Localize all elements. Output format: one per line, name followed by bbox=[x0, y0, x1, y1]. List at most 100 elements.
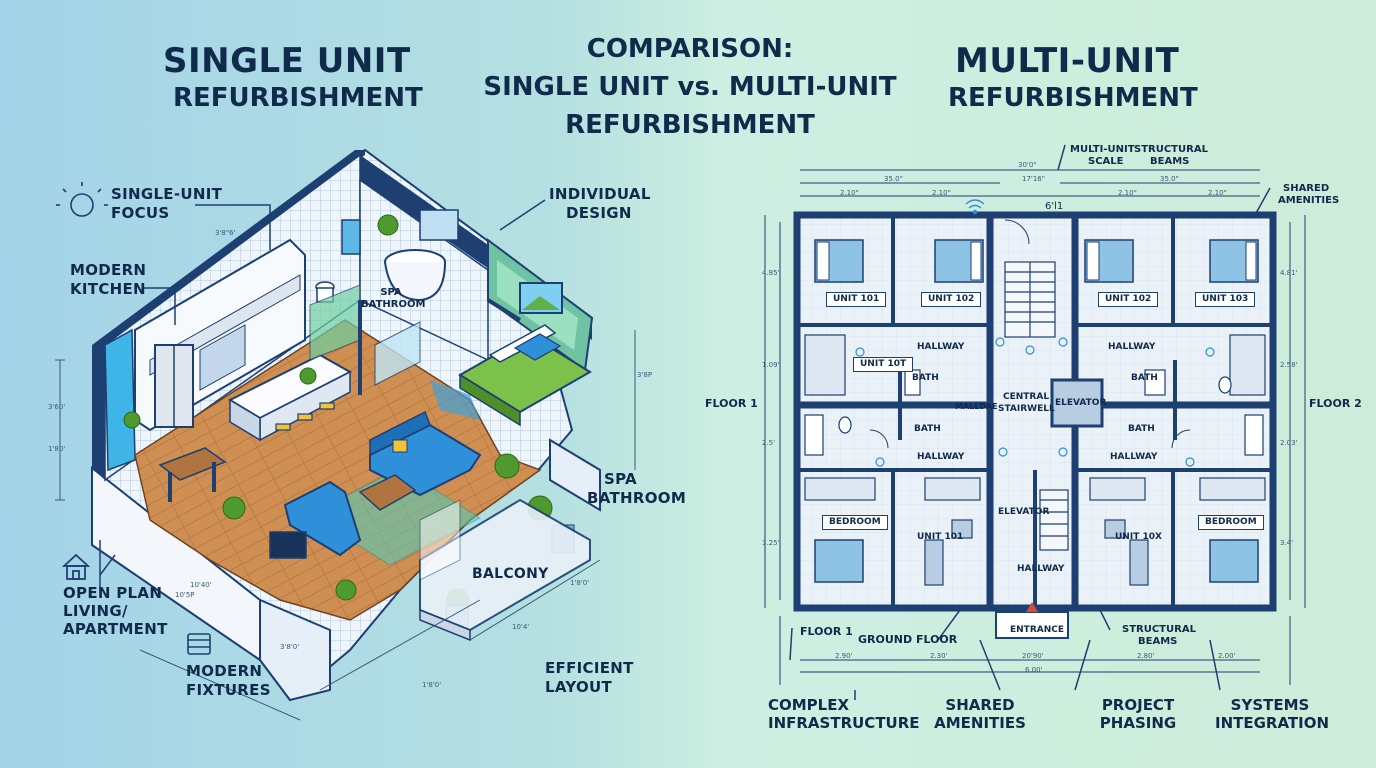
central-stairwell-label-1: CENTRAL bbox=[1003, 392, 1050, 402]
dim-label: 1.09' bbox=[762, 361, 780, 369]
bath-label: BATH bbox=[912, 373, 939, 383]
elevator-label: ELEVATOR bbox=[998, 507, 1050, 517]
bedroom-label: BEDROOM bbox=[1198, 515, 1264, 531]
elevator-label: ELEVATOR bbox=[1055, 398, 1107, 408]
dim-label: 2.30' bbox=[930, 652, 948, 660]
label-floor-1-left: FLOOR 1 bbox=[705, 397, 758, 410]
label-balcony: BALCONY bbox=[472, 566, 549, 582]
dim-label: 2.80' bbox=[1137, 652, 1155, 660]
bedroom-label: BEDROOM bbox=[822, 515, 888, 531]
dim-label: 4.81' bbox=[1280, 269, 1298, 277]
unit-label: UNIT 10X bbox=[1115, 532, 1162, 542]
dim-label: 2.5' bbox=[762, 439, 776, 447]
left-subtitle: REFURBISHMENT bbox=[173, 83, 423, 113]
label-complex-infrastructure-2: INFRASTRUCTURE bbox=[768, 714, 920, 732]
dim-label: 1'80' bbox=[48, 445, 66, 453]
label-shared-amenities-2: AMENITIES bbox=[934, 714, 1026, 732]
bath-label: BATH bbox=[1131, 373, 1158, 383]
label-floor-2-right: FLOOR 2 bbox=[1309, 397, 1362, 410]
hallway-label: HALLWAY bbox=[1108, 342, 1156, 352]
dim-label: 2.00' bbox=[1218, 652, 1236, 660]
dim-label: 2.10" bbox=[840, 189, 859, 197]
dim-label: 2.10" bbox=[1118, 189, 1137, 197]
hallway-label: HALLWAY bbox=[1017, 564, 1065, 574]
unit-label: UNIT 10T bbox=[853, 357, 914, 373]
label-open-plan-1: OPEN PLAN bbox=[63, 584, 163, 602]
dim-label: 2.10" bbox=[1208, 189, 1227, 197]
label-single-unit-focus-2: FOCUS bbox=[111, 204, 170, 222]
dim-label: 3'8'0' bbox=[280, 643, 300, 651]
dim-label: 35.0" bbox=[884, 175, 903, 183]
label-project-phasing-1: PROJECT bbox=[1101, 696, 1175, 714]
dim-label: 30'0" bbox=[1018, 161, 1037, 169]
label-individual-design-1: INDIVIDUAL bbox=[549, 185, 651, 203]
label-multi-unit-scale-2: SCALE bbox=[1088, 156, 1124, 167]
label-efficient-layout-2: LAYOUT bbox=[545, 678, 613, 696]
label-spa-bathroom-1: SPA bbox=[604, 470, 637, 488]
lightbulb-icon bbox=[56, 182, 108, 217]
label-spa-bathroom-small-2: BATHROOM bbox=[361, 299, 426, 310]
unit-label: UNIT 102 bbox=[921, 292, 982, 308]
unit-label: UNIT 101 bbox=[826, 292, 887, 308]
left-callout-lines bbox=[99, 199, 546, 590]
right-dimension-lines bbox=[764, 169, 1306, 685]
dim-label: 20'90' bbox=[1022, 652, 1044, 660]
label-shared-amenities-top-2: AMENITIES bbox=[1278, 195, 1340, 206]
label-spa-bathroom-2: BATHROOM bbox=[587, 489, 687, 507]
label-systems-integration-2: INTEGRATION bbox=[1215, 714, 1330, 732]
wifi-icon bbox=[965, 199, 985, 215]
label-structural-beams-bottom-2: BEAMS bbox=[1138, 636, 1178, 647]
label-individual-design-2: DESIGN bbox=[566, 204, 632, 222]
label-efficient-layout-1: EFFICIENT bbox=[545, 659, 634, 677]
label-multi-unit-scale-1: MULTI-UNIT bbox=[1070, 144, 1135, 155]
label-systems-integration-1: SYSTEMS bbox=[1230, 696, 1310, 714]
label-open-plan-3: APARTMENT bbox=[63, 620, 168, 638]
center-title-line3: REFURBISHMENT bbox=[565, 110, 815, 140]
house-icon bbox=[61, 553, 91, 580]
unit-label: UNIT 103 bbox=[1195, 292, 1256, 308]
dim-label: 3'8P bbox=[637, 371, 653, 379]
entrance-label: ENTRANCE bbox=[1010, 625, 1064, 635]
label-complex-infrastructure-1: COMPLEX bbox=[768, 696, 850, 714]
right-title: MULTI-UNIT bbox=[955, 41, 1180, 81]
dim-label: 1'8'0' bbox=[570, 579, 590, 587]
label-modern-fixtures-2: FIXTURES bbox=[186, 681, 271, 699]
right-subtitle: REFURBISHMENT bbox=[948, 83, 1198, 113]
dim-label: 1'8'0' bbox=[422, 681, 442, 689]
dim-label: 6.00' bbox=[1025, 666, 1043, 674]
dim-label: 10'5P bbox=[175, 591, 195, 599]
label-floor-1-bottom: FLOOR 1 bbox=[800, 625, 853, 638]
dim-label: 3'60' bbox=[48, 403, 66, 411]
center-title-line1: COMPARISON: bbox=[586, 34, 794, 64]
label-ground-floor: GROUND FLOOR bbox=[858, 633, 958, 646]
unit-label: UNIT 102 bbox=[1098, 292, 1159, 308]
center-title-line2: SINGLE UNIT vs. MULTI-UNIT bbox=[483, 72, 897, 102]
hallway-label: HALLWAY bbox=[917, 342, 965, 352]
label-single-unit-focus-1: SINGLE-UNIT bbox=[111, 185, 223, 203]
dim-label: 2.58' bbox=[1280, 361, 1298, 369]
mailbox-label: MALLDAE bbox=[955, 402, 998, 411]
fixtures-icon bbox=[187, 633, 211, 655]
dim-label: 3.4' bbox=[1280, 539, 1294, 547]
hallway-label: HALLWAY bbox=[917, 452, 965, 462]
left-dimension-lines bbox=[55, 330, 636, 721]
label-shared-amenities-1: SHARED bbox=[945, 696, 1015, 714]
dim-label: 10'40' bbox=[190, 581, 212, 589]
label-structural-beams-top-1: STRUCTURAL bbox=[1134, 144, 1208, 155]
dim-label: 6'l1 bbox=[1045, 201, 1064, 212]
blueprint-floorplan bbox=[793, 211, 1277, 639]
dim-label: 17'16" bbox=[1022, 175, 1045, 183]
dim-label: 35.0" bbox=[1160, 175, 1179, 183]
dim-label: 3.25' bbox=[762, 539, 780, 547]
left-title: SINGLE UNIT bbox=[163, 41, 411, 81]
dim-label: 10'4' bbox=[512, 623, 530, 631]
dim-label: 2.90' bbox=[835, 652, 853, 660]
label-modern-kitchen-2: KITCHEN bbox=[70, 280, 146, 298]
bath-label: BATH bbox=[1128, 424, 1155, 434]
bath-label: BATH bbox=[914, 424, 941, 434]
dim-label: 3'8"6' bbox=[215, 229, 236, 237]
right-callout-lines bbox=[789, 144, 1271, 700]
label-structural-beams-top-2: BEAMS bbox=[1150, 156, 1190, 167]
dim-label: 4.85' bbox=[762, 269, 780, 277]
